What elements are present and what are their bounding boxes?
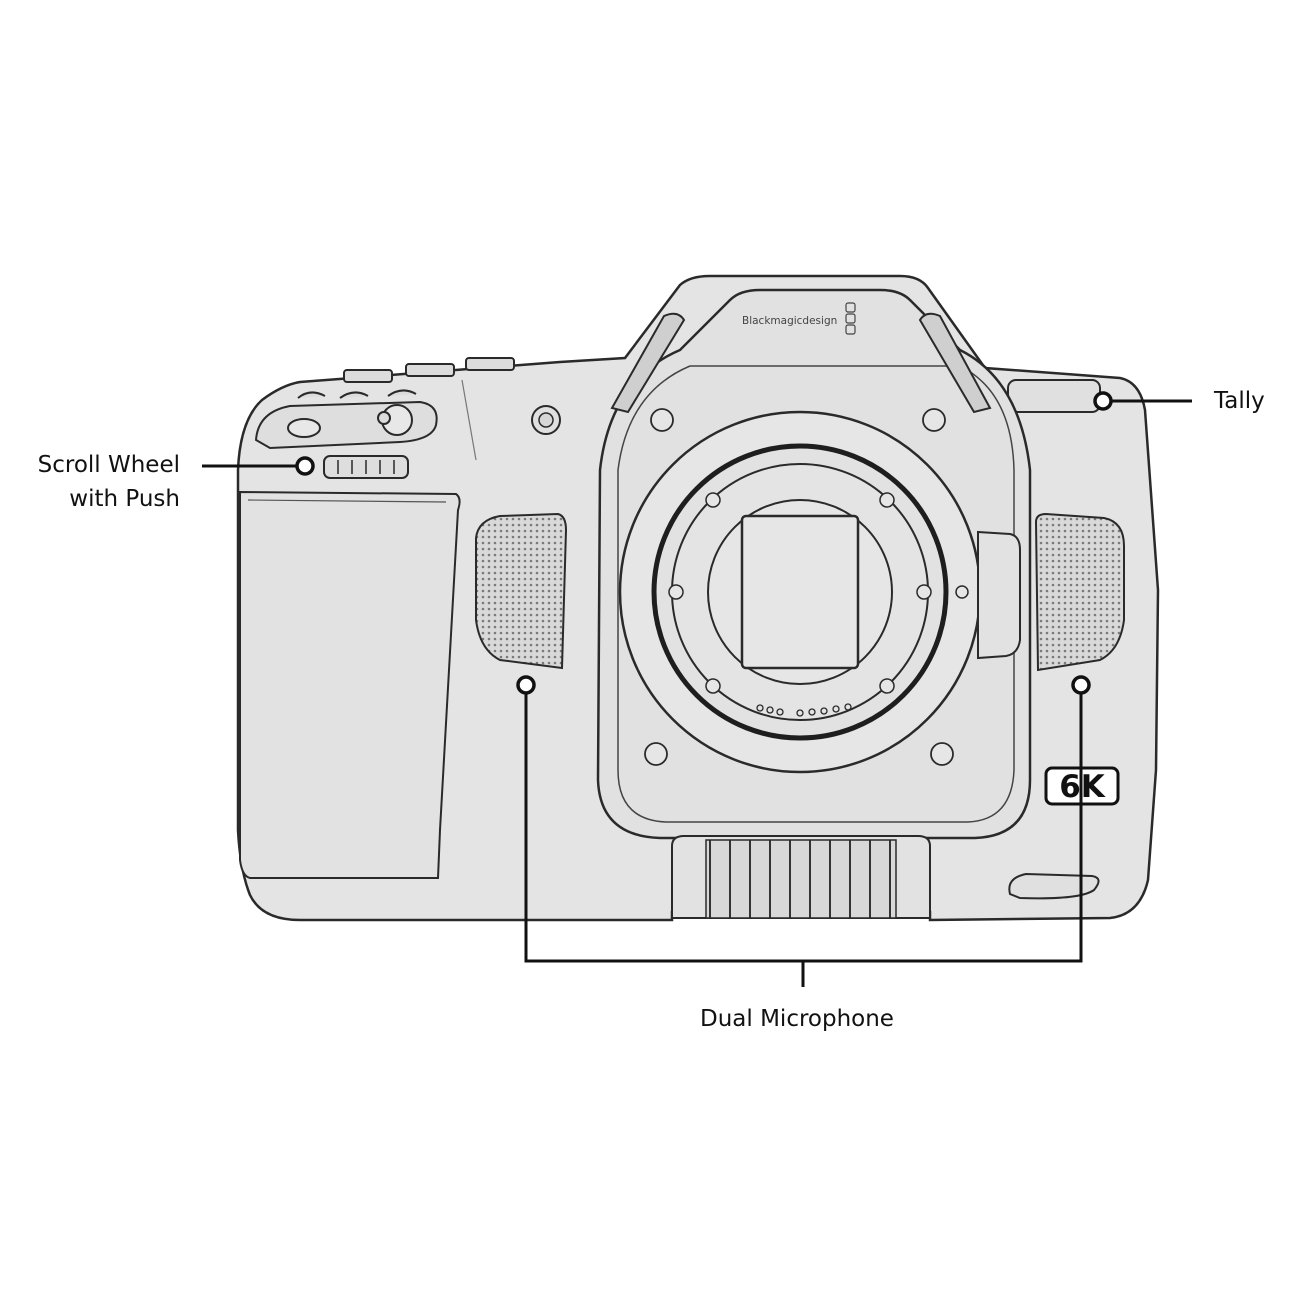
scroll-wheel-label-line2: with Push xyxy=(69,486,180,512)
scroll-wheel-label: Scroll Wheel with Push xyxy=(8,448,180,516)
bayonet-screws xyxy=(668,492,932,694)
lens-release-button[interactable] xyxy=(977,530,1021,660)
tally-light xyxy=(1007,379,1101,413)
brand-logo-text: Blackmagicdesign xyxy=(742,315,837,327)
vent-right xyxy=(918,312,992,414)
function-button[interactable] xyxy=(531,405,561,435)
control-cluster xyxy=(254,400,438,450)
tally-marker xyxy=(1093,391,1113,411)
callout-lines xyxy=(202,399,1192,987)
front-slot xyxy=(1008,872,1100,900)
hand-grip xyxy=(239,490,461,879)
image-sensor xyxy=(740,514,860,670)
microphone-grille-right xyxy=(1034,512,1125,672)
scroll-wheel-marker xyxy=(295,456,315,476)
brand-logo-mark xyxy=(845,302,856,335)
vent-left xyxy=(610,312,686,414)
top-buttons xyxy=(297,357,515,399)
tally-label: Tally xyxy=(1214,388,1265,414)
scroll-wheel-label-line1: Scroll Wheel xyxy=(37,452,180,478)
callout-markers xyxy=(295,391,1113,695)
dual-microphone-label: Dual Microphone xyxy=(700,1006,894,1032)
microphone-left-marker xyxy=(516,675,536,695)
scroll-wheel[interactable] xyxy=(323,455,409,479)
lens-contacts xyxy=(756,703,852,717)
microphone-grille-left xyxy=(475,512,568,670)
microphone-right-marker xyxy=(1071,675,1091,695)
